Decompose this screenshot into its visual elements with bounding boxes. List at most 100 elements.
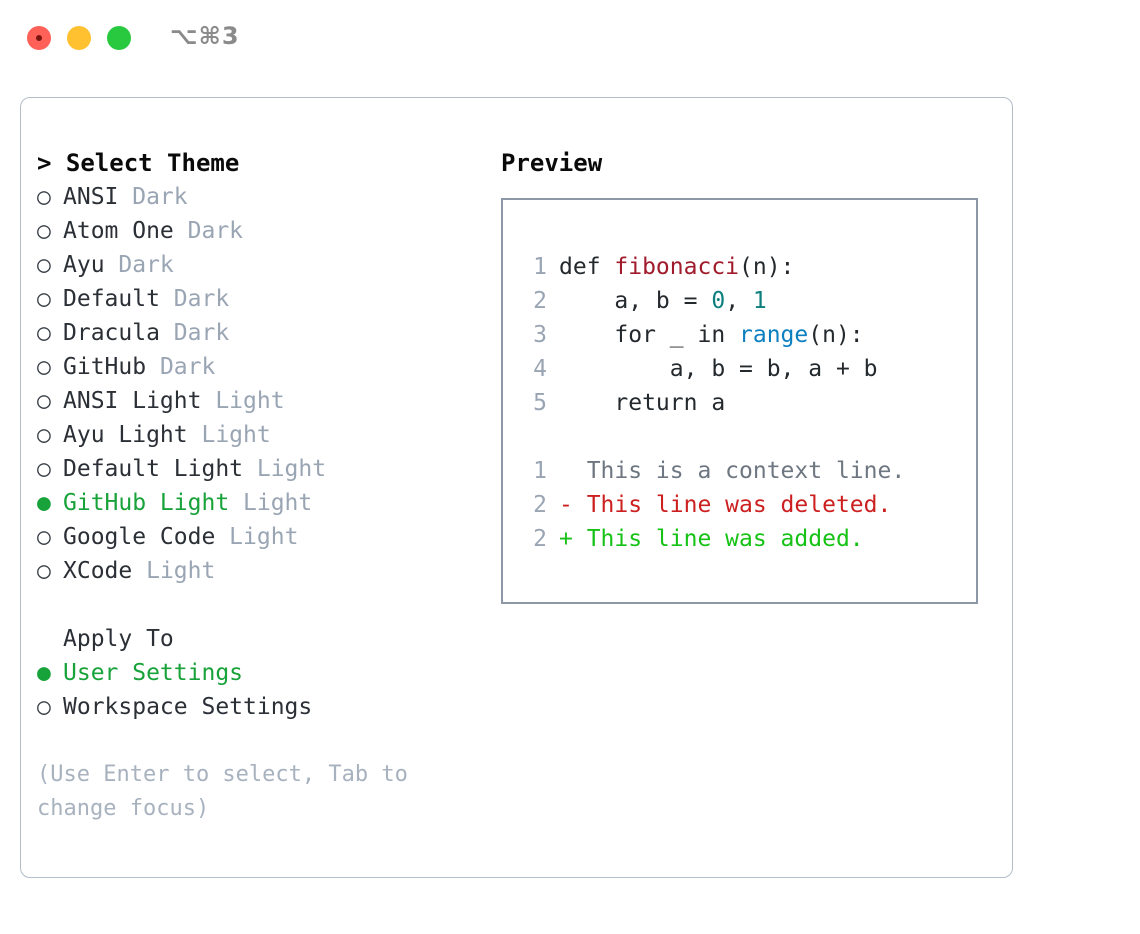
theme-list-item[interactable]: ● GitHub Light Light — [37, 486, 487, 520]
diff-line: 2 + This line was added. — [521, 522, 976, 556]
line-number: 5 — [533, 390, 547, 416]
radio-selected-icon: ● — [37, 660, 51, 686]
theme-list-item[interactable]: ○ Google Code Light — [37, 520, 487, 554]
code-token: 1 — [752, 288, 767, 314]
code-line: 2 a, b = 0, 1 — [521, 284, 976, 318]
code-token: fibonacci — [614, 254, 740, 280]
theme-list[interactable]: ○ANSI Dark○Atom One Dark○Ayu Dark○Defaul… — [37, 180, 487, 588]
theme-list-item[interactable]: ○ Default Light Light — [37, 452, 487, 486]
radio-selected-icon: ● — [37, 490, 51, 516]
theme-list-item[interactable]: ○ XCode Light — [37, 554, 487, 588]
code-line: 3 for _ in range(n): — [521, 318, 976, 352]
code-diff-spacer — [521, 420, 976, 454]
apply-to-section: Apply To ● User Settings ○ Workspace Settin… — [37, 622, 487, 724]
code-token: a, b = b, a + b — [559, 356, 878, 382]
radio-unselected-icon: ○ — [37, 524, 51, 550]
diff-line-text: This is a context line. — [559, 458, 906, 484]
theme-name: GitHub Light — [63, 490, 230, 516]
theme-category: Light — [201, 388, 285, 414]
theme-name: Atom One — [63, 218, 174, 244]
theme-category: Dark — [146, 354, 216, 380]
theme-list-item[interactable]: ○Default Dark — [37, 282, 487, 316]
apply-to-label: Workspace Settings — [63, 694, 313, 720]
help-text: (Use Enter to select, Tab to change focu… — [37, 762, 408, 821]
code-token: a, b = — [559, 288, 712, 314]
theme-name: GitHub — [63, 354, 147, 380]
theme-name: ANSI — [63, 184, 119, 210]
theme-list-item[interactable]: ○ANSI Light Light — [37, 384, 487, 418]
line-number: 1 — [533, 254, 547, 280]
minimize-window-button[interactable] — [67, 26, 91, 50]
theme-category: Light — [229, 490, 313, 516]
diff-line: 2 - This line was deleted. — [521, 488, 976, 522]
theme-name: Ayu — [63, 252, 105, 278]
preview-title: Preview — [501, 149, 603, 177]
theme-list-item[interactable]: ○ GitHub Dark — [37, 350, 487, 384]
radio-unselected-icon: ○ — [37, 456, 51, 482]
theme-list-item[interactable]: ○Ayu Dark — [37, 248, 487, 282]
theme-category: Dark — [118, 184, 188, 210]
line-number: 1 — [533, 458, 547, 484]
radio-unselected-icon: ○ — [37, 558, 51, 584]
theme-list-item[interactable]: ○ Ayu Light Light — [37, 418, 487, 452]
code-token: (n): — [739, 254, 795, 280]
code-token: , — [725, 288, 753, 314]
line-number: 2 — [533, 526, 547, 552]
theme-category: Dark — [173, 218, 244, 244]
theme-name: Ayu Light — [63, 422, 188, 448]
code-token: def — [559, 254, 615, 280]
code-token: (n): — [808, 322, 864, 348]
code-token: 0 — [711, 288, 726, 314]
apply-to-option[interactable]: ● User Settings — [37, 656, 487, 690]
theme-category: Light — [215, 524, 299, 550]
apply-to-label: User Settings — [63, 660, 244, 686]
close-window-button[interactable] — [27, 26, 51, 50]
theme-list-item[interactable]: ○ Dracula Dark — [37, 316, 487, 350]
radio-unselected-icon: ○ — [37, 354, 51, 380]
theme-list-item[interactable]: ○ ANSI Dark — [37, 180, 487, 214]
radio-unselected-icon: ○ — [37, 388, 51, 414]
code-token: range — [739, 322, 809, 348]
maximize-window-button[interactable] — [107, 26, 131, 50]
theme-category: Dark — [159, 320, 230, 346]
code-line: 1 def fibonacci(n): — [521, 250, 976, 284]
radio-unselected-icon: ○ — [37, 218, 51, 244]
line-number: 2 — [533, 492, 547, 518]
diff-line: 1 This is a context line. — [521, 454, 976, 488]
apply-to-option[interactable]: ○ Workspace Settings — [37, 690, 487, 724]
keyboard-shortcut-label: ⌥⌘3 — [170, 22, 240, 50]
theme-name: XCode — [63, 558, 133, 584]
radio-unselected-icon: ○ — [37, 184, 51, 210]
diff-line-text: - This line was deleted. — [559, 492, 892, 518]
theme-picker-header-text: > Select Theme — [37, 149, 240, 177]
line-number: 2 — [533, 288, 547, 314]
title-bar: ⌥⌘3 — [0, 0, 1140, 80]
radio-unselected-icon: ○ — [37, 694, 51, 720]
theme-name: Default Light — [63, 456, 244, 482]
theme-list-item[interactable]: ○ Atom One Dark — [37, 214, 487, 248]
theme-name: Default — [63, 286, 160, 312]
theme-category: Light — [187, 422, 271, 448]
diff-line-text: + This line was added. — [559, 526, 864, 552]
radio-unselected-icon: ○ — [37, 286, 51, 312]
code-line: 4 a, b = b, a + b — [521, 352, 976, 386]
apply-to-header: Apply To — [63, 626, 174, 652]
theme-picker-header: > Select Theme — [37, 146, 487, 180]
code-token: return a — [559, 390, 726, 416]
theme-picker-column: > Select Theme ○ANSI Dark○Atom One Dark○… — [37, 146, 487, 826]
content-panel: > Select Theme ○ANSI Dark○Atom One Dark○… — [20, 97, 1013, 878]
radio-unselected-icon: ○ — [37, 422, 51, 448]
theme-category: Light — [243, 456, 327, 482]
apply-to-list[interactable]: ● User Settings ○ Workspace Settings — [37, 656, 487, 724]
theme-category: Dark — [104, 252, 174, 278]
radio-unselected-icon: ○ — [37, 320, 51, 346]
theme-name: Dracula — [63, 320, 160, 346]
theme-name: Google Code — [63, 524, 216, 550]
line-number: 4 — [533, 356, 547, 382]
theme-category: Light — [132, 558, 216, 584]
code-line: 5 return a — [521, 386, 976, 420]
